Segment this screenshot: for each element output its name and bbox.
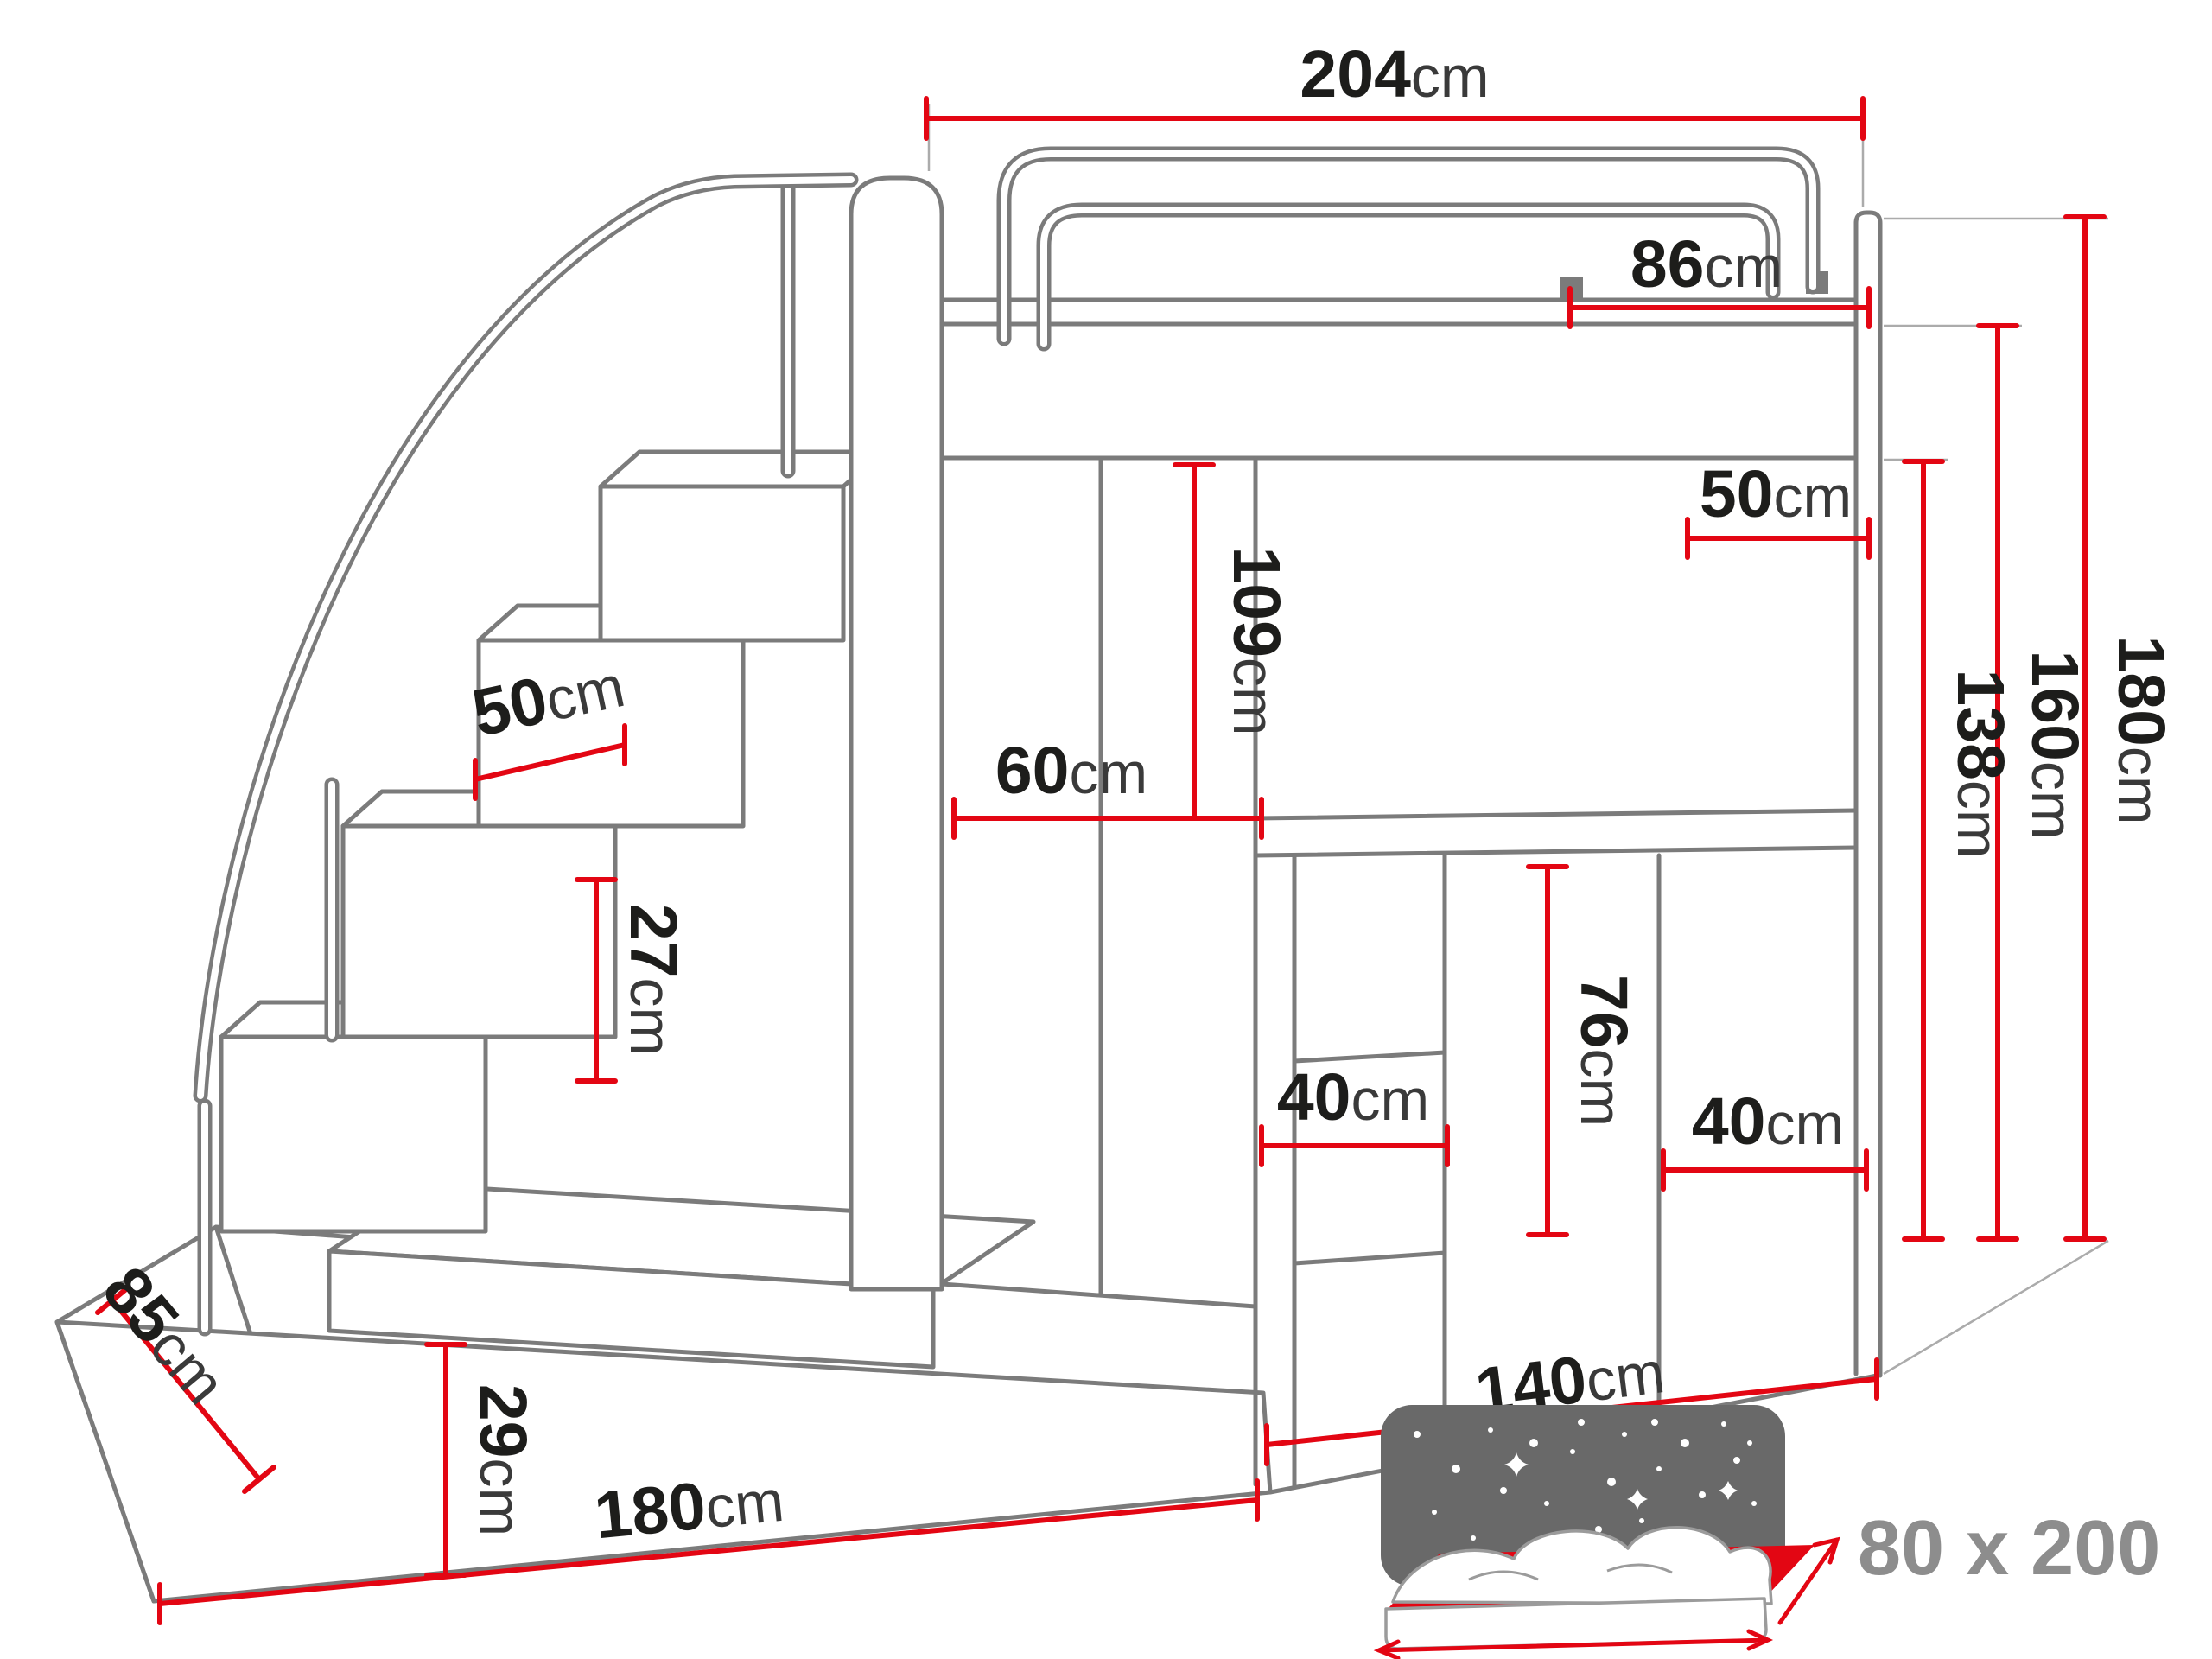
dim-line-180-length <box>157 1478 1260 1625</box>
mattress-icon: 80 x 200 <box>1373 1405 2160 1659</box>
length-arrow <box>1777 1536 1840 1625</box>
dim-line-27 <box>575 877 618 1084</box>
dim-line-60 <box>951 797 1264 840</box>
dim-label-86: 86cm <box>1630 227 1783 302</box>
extension-lines <box>927 102 2109 1376</box>
dim-line-204 <box>924 96 1866 141</box>
main-unit <box>939 210 1883 1495</box>
dim-label-60: 60cm <box>995 734 1147 808</box>
dim-label-29: 29cm <box>466 1384 540 1536</box>
dimension-labels: 204cm 86cm 50cm 109cm 60cm 50cm 27cm 76c… <box>88 37 2178 1553</box>
handrail <box>193 172 859 1337</box>
dim-line-76 <box>1526 864 1569 1237</box>
dim-label-27: 27cm <box>616 904 690 1056</box>
dim-line-86 <box>1567 286 1872 329</box>
duvet-fold <box>1468 1563 1673 1581</box>
dim-line-160 <box>1976 323 2019 1242</box>
dim-label-76: 76cm <box>1567 975 1641 1127</box>
dim-label-50-step: 50cm <box>466 646 630 751</box>
dim-label-160: 160cm <box>2018 650 2092 839</box>
headboard-panel <box>849 175 944 1292</box>
dim-line-50-step <box>473 723 627 801</box>
dim-line-40-drawers <box>1259 1124 1450 1167</box>
dim-label-204: 204cm <box>1300 37 1489 111</box>
dim-label-40-drawers: 40cm <box>1277 1060 1429 1135</box>
dim-label-180-height: 180cm <box>2104 635 2178 824</box>
duvet-graphic <box>1391 1525 1773 1605</box>
guard-rail <box>996 146 1821 352</box>
dim-label-109: 109cm <box>1219 546 1294 735</box>
staircase <box>219 449 885 1234</box>
dimension-lines <box>95 96 2107 1625</box>
dim-label-138: 138cm <box>1943 669 2018 858</box>
dim-line-138 <box>1902 459 1945 1242</box>
width-arrow <box>1373 1629 1774 1659</box>
furniture-outline <box>54 146 1883 1604</box>
dim-label-50-shelf: 50cm <box>1700 457 1852 531</box>
dim-line-109 <box>1173 462 1216 821</box>
dim-line-50-shelf <box>1685 517 1872 560</box>
dim-label-40-cabinet: 40cm <box>1692 1084 1844 1159</box>
dim-line-85 <box>95 1286 276 1494</box>
dim-line-40-cabinet <box>1661 1148 1869 1192</box>
dim-label-180-length: 180cm <box>591 1461 786 1554</box>
dim-line-180-height <box>2063 214 2107 1242</box>
stars <box>1414 1419 1757 1541</box>
mattress-size-label: 80 x 200 <box>1858 1505 2160 1592</box>
